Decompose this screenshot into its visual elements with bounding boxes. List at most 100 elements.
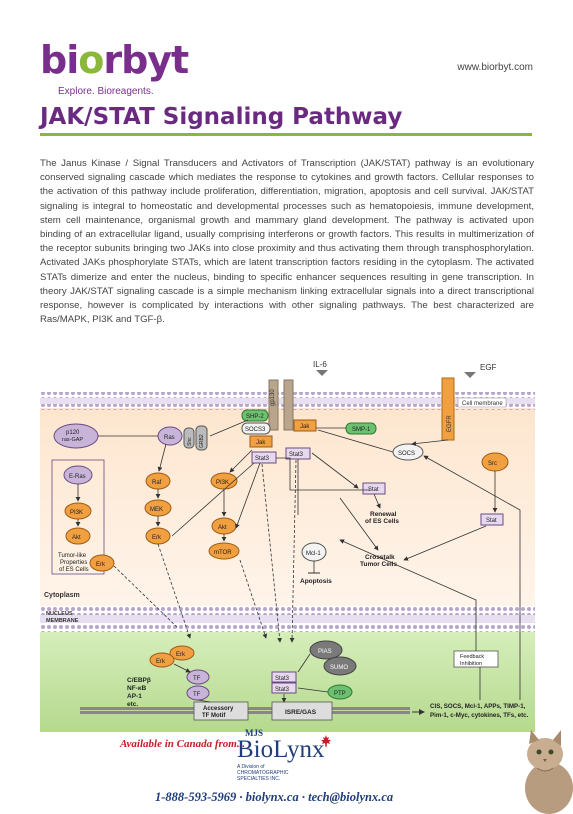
svg-text:E-Ras: E-Ras [69, 474, 86, 480]
maple-leaf-icon [321, 735, 331, 747]
tf-list-4: etc. [127, 701, 138, 708]
tf-node-2: TF [186, 685, 210, 701]
contact-line[interactable]: 1-888-593-5969 · biolynx.ca · tech@bioly… [155, 790, 394, 804]
ras-node: Ras [157, 426, 183, 446]
src-node: Src [481, 452, 509, 472]
svg-text:MEK: MEK [150, 507, 163, 513]
cell-membrane-label: Cell membrane [457, 397, 507, 408]
svg-text:GRB2: GRB2 [199, 434, 205, 448]
raf-node: Raf [145, 472, 171, 490]
cytoplasm-label: Cytoplasm [44, 592, 80, 599]
shc-node: Shc [183, 427, 195, 449]
egfr-receptor: EGFR [441, 377, 455, 441]
p120-rasgap-node: p120 ras-GAP [53, 423, 99, 449]
svg-text:SMP-1: SMP-1 [352, 427, 371, 433]
svg-text:gp130: gp130 [270, 389, 276, 406]
apoptosis-label: Apoptosis [300, 578, 332, 585]
svg-text:p120: p120 [66, 430, 80, 436]
mek-node: MEK [144, 499, 172, 517]
svg-text:Stat3: Stat3 [289, 452, 304, 458]
accessory-tf-motif: Accessory TF Motif [193, 701, 249, 721]
cytoplasm-area [40, 408, 535, 606]
stat3-node-a: Stat3 [251, 451, 277, 464]
svg-text:Shc: Shc [187, 437, 193, 446]
svg-text:mTOR: mTOR [214, 550, 232, 556]
availability-note: Available in Canada from... [120, 738, 246, 750]
svg-text:TF Motif: TF Motif [202, 713, 226, 719]
svg-text:TF: TF [193, 692, 201, 698]
svg-text:PI3K: PI3K [216, 480, 229, 486]
svg-text:SOCS3: SOCS3 [245, 427, 266, 433]
svg-text:Stat3: Stat3 [275, 687, 290, 693]
svg-text:Jak: Jak [256, 440, 266, 446]
biolynx-logo: BioLynx [237, 736, 325, 763]
biorbyt-logo: biorbyt [40, 38, 189, 82]
title-underline [40, 133, 532, 136]
svg-text:Stat3: Stat3 [275, 676, 290, 682]
svg-text:Mcl-1: Mcl-1 [306, 551, 321, 557]
mcl1-node: Mcl-1 [301, 542, 327, 562]
stat-node-a: Stat [362, 482, 386, 495]
division-line-1: A Division of [237, 764, 265, 770]
svg-text:Akt: Akt [72, 535, 81, 541]
website-link[interactable]: www.biorbyt.com [457, 62, 533, 73]
logo-part-bi: bi [40, 38, 79, 82]
egf-ligand: EGF [464, 363, 497, 378]
svg-text:PTP: PTP [334, 691, 346, 697]
division-line-2: CHROMATOGRAPHIC SPECIALTIES INC. [237, 770, 289, 782]
mjs-label: MJS [245, 728, 263, 738]
jak-left-node: Jak [249, 435, 273, 448]
svg-text:Cell membrane: Cell membrane [462, 401, 503, 407]
nucleus-membrane-label-1: NUCLEUS [46, 611, 73, 617]
renewal-label-2: of ES Cells [365, 518, 399, 525]
tf-node-1: TF [186, 669, 210, 685]
stat3-nucleus-node-1: Stat3 [271, 671, 297, 683]
svg-text:Src: Src [488, 461, 497, 467]
svg-text:Erk: Erk [96, 562, 106, 568]
svg-text:PI3K: PI3K [70, 510, 83, 516]
tf-list-2: NF-κB [127, 685, 146, 692]
svg-text:SUMO: SUMO [330, 665, 348, 671]
logo-part-o: o [78, 38, 104, 82]
tf-list-1: C/EBPβ [127, 677, 151, 684]
target-genes-1: CIS, SOCS, Mcl-1, APPs, TIMP-1, [430, 703, 526, 710]
intro-paragraph: The Janus Kinase / Signal Transducers an… [40, 158, 534, 326]
svg-text:Accessory: Accessory [203, 706, 234, 712]
svg-text:Raf: Raf [152, 480, 162, 486]
stat3-nucleus-node-2: Stat3 [271, 682, 297, 694]
tumor-like-label-3: of ES Cells [59, 567, 89, 573]
svg-text:SOCS: SOCS [398, 451, 415, 457]
jak-right-node: Jak [293, 419, 317, 432]
mtor-node: mTOR [208, 542, 240, 560]
stat-node-b: Stat [480, 513, 504, 526]
pias-node: PIAS [309, 640, 343, 660]
svg-text:SHP-2: SHP-2 [246, 414, 264, 420]
svg-text:TF: TF [193, 676, 201, 682]
svg-text:Erk: Erk [152, 535, 162, 541]
erk-left-node: Erk [89, 554, 115, 572]
grb2-node: GRB2 [195, 425, 208, 451]
gp130-receptor: gp130 [268, 379, 294, 431]
target-genes-2: Pim-1, c-Myc, cytokines, TFs, etc. [430, 712, 529, 719]
svg-text:Inhibition: Inhibition [460, 661, 482, 667]
nucleus-membrane-label-2: MEMBRANE [46, 618, 79, 624]
socs-node: SOCS [392, 443, 424, 461]
il6-ligand: IL-6 [313, 360, 328, 376]
erk-nucleus-node-2: Erk [149, 652, 175, 668]
akt-left-node: Akt [65, 527, 91, 545]
eras-node: E-Ras [63, 465, 93, 485]
stat3-node-b: Stat3 [285, 447, 311, 460]
tumor-like-box [51, 459, 105, 575]
svg-text:Erk: Erk [156, 659, 166, 665]
svg-text:ISRE/GAS: ISRE/GAS [285, 709, 317, 716]
cat-icon [525, 730, 573, 814]
tumor-like-label-2: Properties [60, 560, 87, 566]
svg-text:EGFR: EGFR [447, 415, 453, 432]
svg-text:PIAS: PIAS [318, 649, 332, 655]
socs3-node: SOCS3 [241, 422, 271, 435]
isre-gas-element: ISRE/GAS [271, 701, 333, 721]
svg-text:Stat: Stat [486, 518, 497, 524]
svg-text:Akt: Akt [218, 525, 227, 531]
erk-nucleus-node-1: Erk [169, 645, 195, 661]
crosstalk-label-2: Tumor Cells [360, 561, 397, 568]
